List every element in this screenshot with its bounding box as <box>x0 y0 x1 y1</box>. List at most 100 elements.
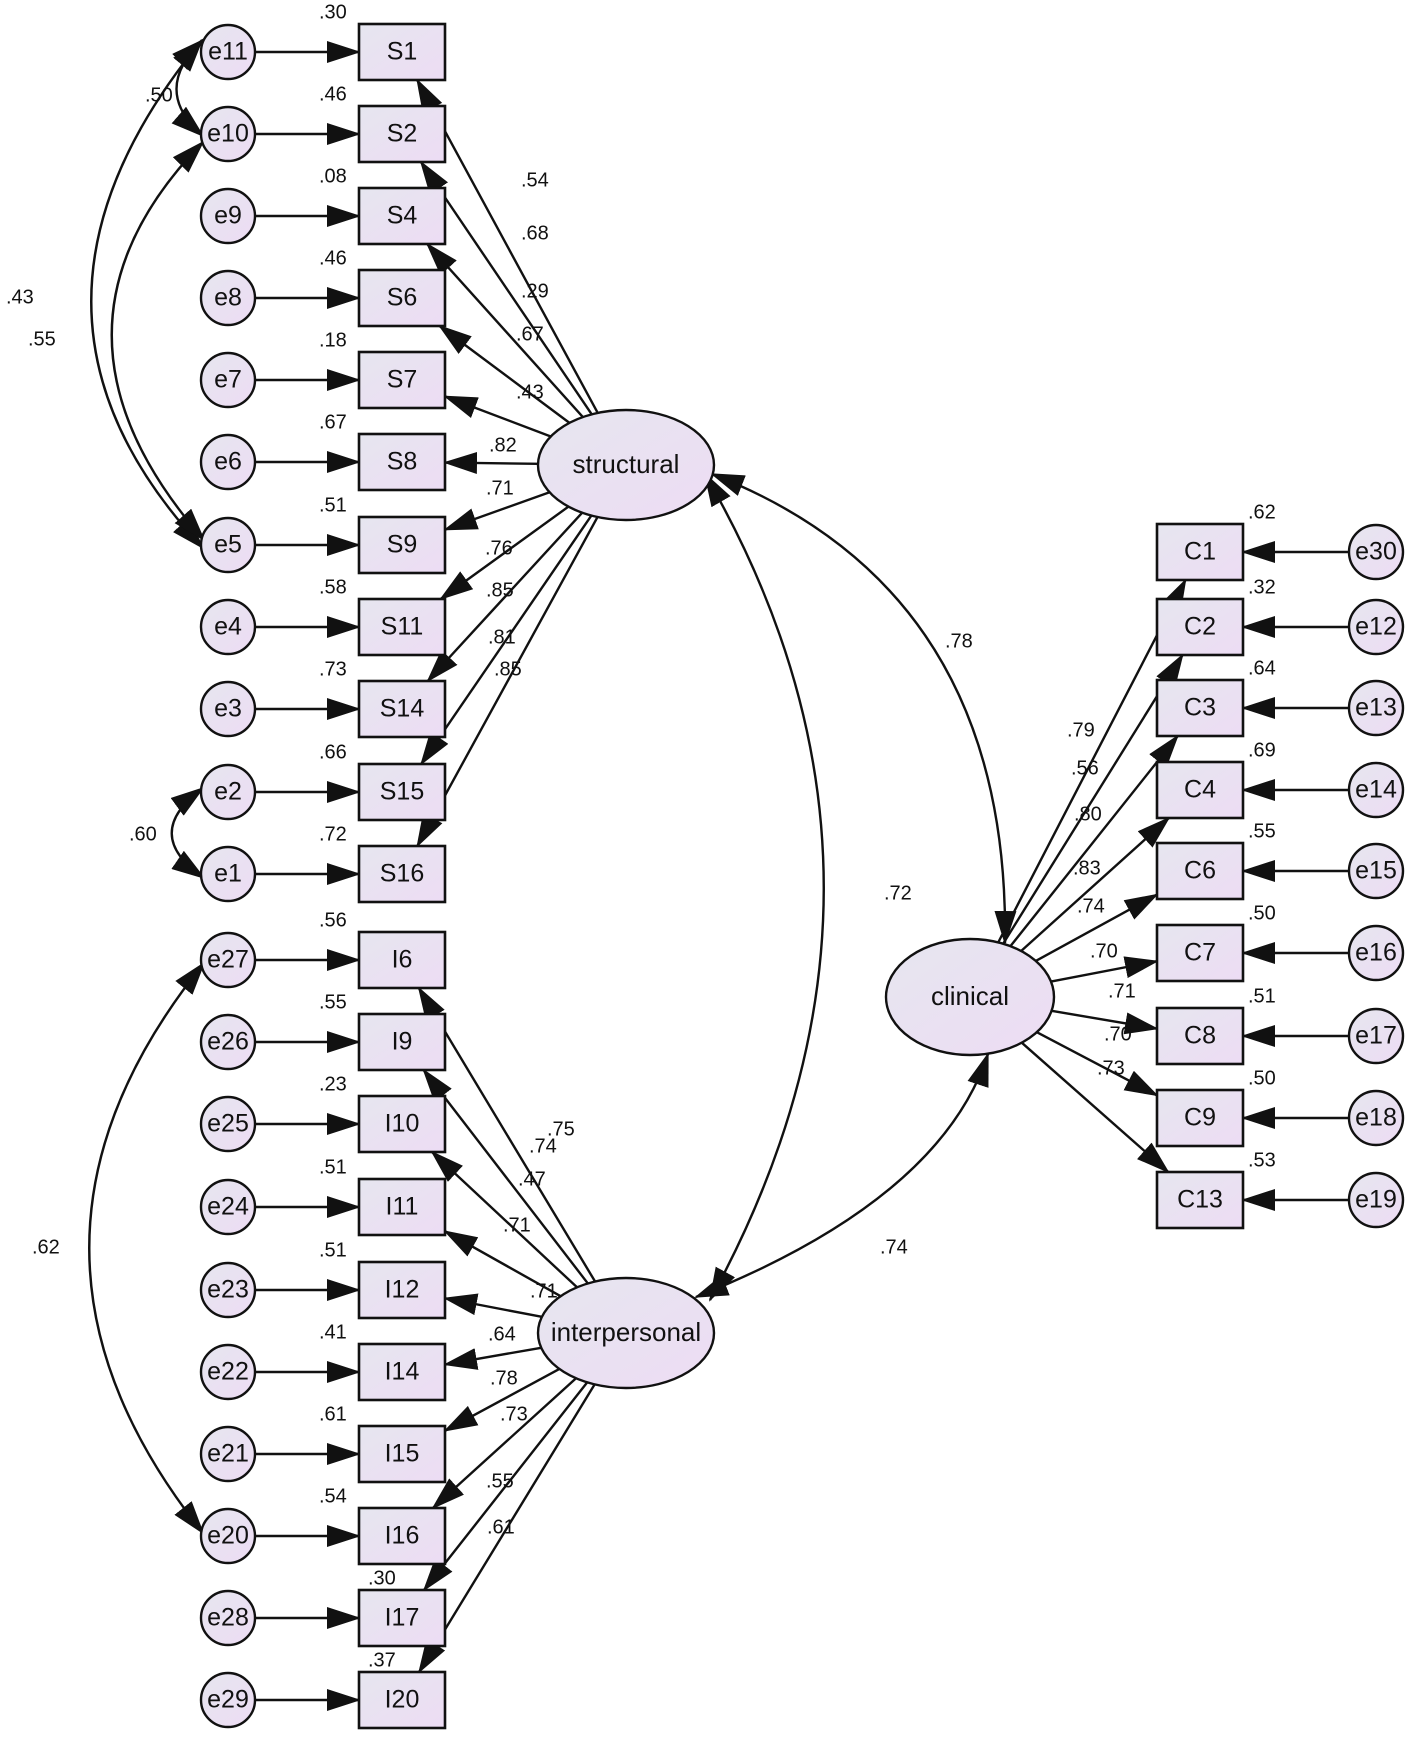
latent-clinical-label: clinical <box>931 981 1009 1011</box>
r2-C1: .62 <box>1248 501 1276 523</box>
loading-path-C3 <box>1009 734 1179 947</box>
item-S8-box <box>357 432 447 492</box>
error-e10-label: e10 <box>207 120 249 148</box>
r2-C4: .69 <box>1248 739 1276 761</box>
r2-I17: .30 <box>368 1567 396 1589</box>
r2-C9: .50 <box>1248 1067 1276 1089</box>
loading-path-C4 <box>1020 816 1171 952</box>
error-e4-circle <box>199 598 257 656</box>
error-e18-label: e18 <box>1355 1104 1397 1132</box>
error-e3-label: e3 <box>214 695 242 723</box>
covariance-label-e10-e5: .55 <box>28 328 56 350</box>
error-e13-label: e13 <box>1355 694 1397 722</box>
loading-path-I17 <box>422 1381 589 1592</box>
item-I15-label: I15 <box>385 1440 420 1468</box>
error-e16-label: e16 <box>1355 939 1397 967</box>
loading-I9: .74 <box>529 1135 557 1157</box>
loading-path-S9 <box>443 491 550 531</box>
error-e29-circle <box>199 1671 257 1729</box>
error-e2-circle <box>199 763 257 821</box>
error-e25-circle <box>199 1095 257 1153</box>
r2-I9: .55 <box>319 991 347 1013</box>
loading-path-C8 <box>1051 1009 1159 1035</box>
covariance-e27-e20 <box>88 961 206 1535</box>
item-I12-label: I12 <box>385 1276 420 1304</box>
error-e10-circle <box>199 105 257 163</box>
loading-path-I10 <box>430 1150 578 1289</box>
r2-C3: .64 <box>1248 657 1276 679</box>
loading-S8: .82 <box>489 434 517 456</box>
r2-S4: .08 <box>319 165 347 187</box>
loading-I17: .55 <box>486 1470 514 1492</box>
r2-S1: .30 <box>319 1 347 23</box>
error-e27-label: e27 <box>207 946 249 974</box>
loading-path-S2 <box>419 160 593 416</box>
error-e11-circle <box>199 23 257 81</box>
r2-C7: .50 <box>1248 902 1276 924</box>
r2-C2: .32 <box>1248 576 1276 598</box>
error-e28-circle <box>199 1589 257 1647</box>
error-e26-label: e26 <box>207 1028 249 1056</box>
error-e1-circle <box>199 845 257 903</box>
loading-I20: .61 <box>487 1516 515 1538</box>
error-e12-circle <box>1347 598 1405 656</box>
loading-S16: .85 <box>494 658 522 680</box>
item-S7-label: S7 <box>387 366 418 394</box>
error-e28-label: e28 <box>207 1604 249 1632</box>
error-e5-circle <box>199 516 257 574</box>
loading-S11: .76 <box>485 537 513 559</box>
item-I17-label: I17 <box>385 1604 420 1632</box>
item-C2-label: C2 <box>1184 613 1216 641</box>
error-e8-label: e8 <box>214 284 242 312</box>
r2-S14: .73 <box>319 658 347 680</box>
loading-path-C1 <box>997 578 1187 943</box>
item-C13-box <box>1155 1170 1245 1230</box>
correlation-structural-clinical <box>710 472 1017 945</box>
covariance-e11-e5 <box>90 38 205 550</box>
error-e30-label: e30 <box>1355 538 1397 566</box>
r2-C8: .51 <box>1248 985 1276 1007</box>
r2-S15: .66 <box>319 741 347 763</box>
loading-S2: .68 <box>521 222 549 244</box>
error-e14-label: e14 <box>1355 776 1397 804</box>
error-e27-circle <box>199 931 257 989</box>
error-e20-circle <box>199 1507 257 1565</box>
item-I10-box <box>357 1094 447 1154</box>
item-I6-box <box>357 930 447 990</box>
error-e29-label: e29 <box>207 1686 249 1714</box>
loading-path-I15 <box>443 1367 560 1432</box>
item-C3-label: C3 <box>1184 694 1216 722</box>
item-C2-box <box>1155 597 1245 657</box>
item-S11-box <box>357 597 447 657</box>
error-e26-circle <box>199 1013 257 1071</box>
error-e30-circle <box>1347 523 1405 581</box>
nodes-layer <box>199 22 1405 1730</box>
item-C13-label: C13 <box>1177 1186 1223 1214</box>
r2-I16: .54 <box>319 1485 347 1507</box>
covariance-label-e27-e20: .62 <box>32 1236 60 1258</box>
r2-S7: .18 <box>319 329 347 351</box>
item-S4-label: S4 <box>387 202 418 230</box>
loading-C2: .56 <box>1071 757 1099 779</box>
item-S4-box <box>357 186 447 246</box>
item-C3-box <box>1155 678 1245 738</box>
item-S16-label: S16 <box>380 860 424 888</box>
item-C6-box <box>1155 841 1245 901</box>
error-e19-circle <box>1347 1171 1405 1229</box>
latent-structural-label: structural <box>573 449 680 479</box>
covariance-label-e2-e1: .60 <box>129 823 157 845</box>
loading-S4: .29 <box>521 280 549 302</box>
item-I11-label: I11 <box>386 1193 419 1221</box>
item-C1-label: C1 <box>1184 538 1216 566</box>
item-I11-box <box>357 1177 447 1237</box>
item-S9-box <box>357 515 447 575</box>
error-e6-label: e6 <box>214 448 242 476</box>
r2-S8: .67 <box>319 411 347 433</box>
loading-path-I9 <box>422 1068 589 1285</box>
loading-path-S14 <box>426 511 584 683</box>
loading-C6: .74 <box>1077 895 1105 917</box>
loading-path-S1 <box>416 78 599 414</box>
loading-path-I16 <box>431 1377 577 1510</box>
error-e15-label: e15 <box>1355 857 1397 885</box>
